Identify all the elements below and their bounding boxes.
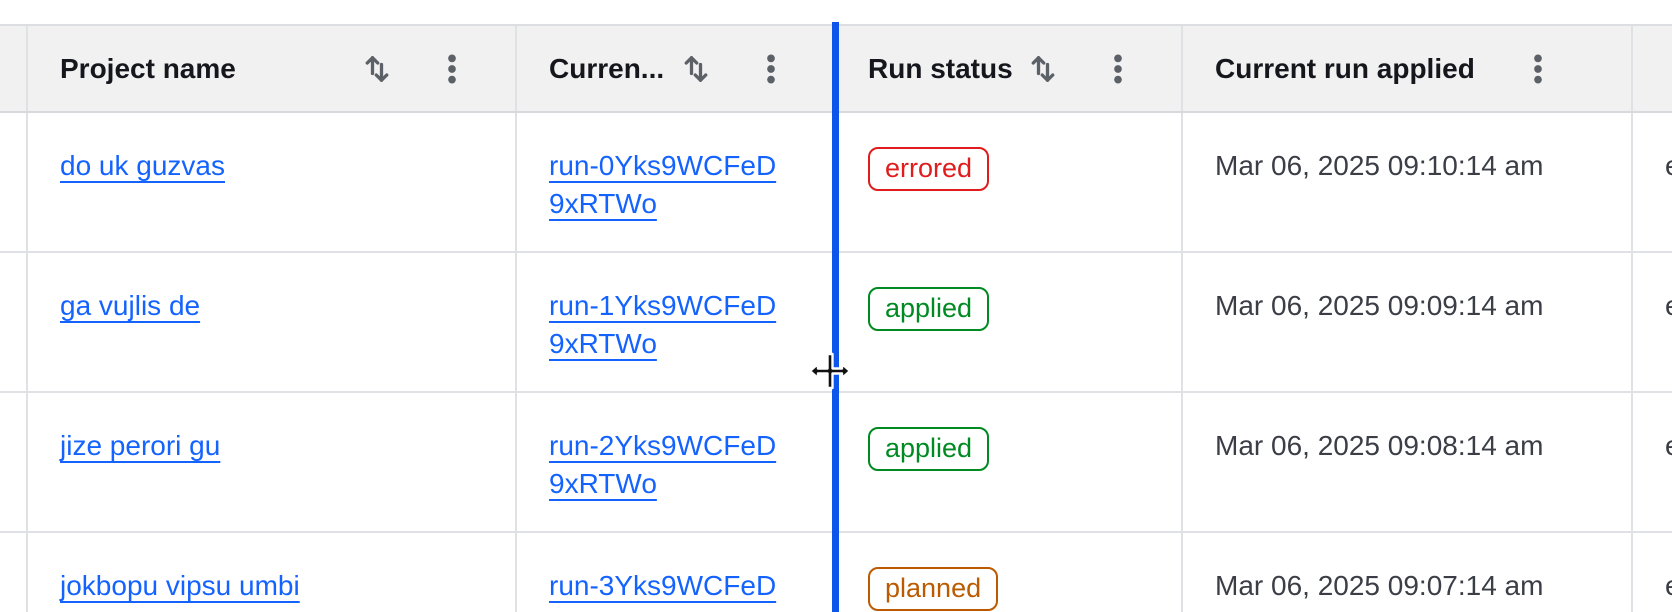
- truncated-cell: e: [1633, 393, 1672, 531]
- column-label: Run status: [868, 52, 1013, 84]
- truncated-value: e: [1665, 430, 1672, 461]
- project-name-cell: ga vujlis de: [28, 253, 517, 391]
- kebab-menu-icon[interactable]: [435, 52, 469, 86]
- run-status-cell: errored: [836, 113, 1183, 251]
- applied-timestamp: Mar 06, 2025 09:07:14 am: [1215, 570, 1544, 601]
- current-run-applied-cell: Mar 06, 2025 09:08:14 am: [1183, 393, 1633, 531]
- truncated-value: e: [1665, 150, 1672, 181]
- project-link[interactable]: jokbopu vipsu umbi: [60, 570, 300, 601]
- current-run-cell: run-0Yks9WCFeD9xRTWo: [517, 113, 836, 251]
- column-header-truncated: V: [1633, 26, 1672, 111]
- sort-arrows-icon[interactable]: [1025, 51, 1061, 87]
- column-label: Current run applied: [1215, 52, 1475, 84]
- row-spacer-cell: [0, 393, 28, 531]
- project-name-cell: jokbopu vipsu umbi: [28, 533, 517, 612]
- status-badge: errored: [868, 147, 990, 191]
- truncated-cell: e: [1633, 253, 1672, 391]
- run-link[interactable]: run-0Yks9WCFeD9xRTWo: [549, 150, 777, 219]
- run-status-cell: applied: [836, 393, 1183, 531]
- project-link[interactable]: jize perori gu: [60, 430, 221, 461]
- sort-arrows-icon[interactable]: [678, 51, 714, 87]
- column-header-current-run-applied: Current run applied: [1183, 26, 1633, 111]
- applied-timestamp: Mar 06, 2025 09:09:14 am: [1215, 290, 1544, 321]
- column-header-project-name: Project name: [28, 26, 517, 111]
- sort-arrows-icon[interactable]: [359, 51, 395, 87]
- truncated-cell: e: [1633, 113, 1672, 251]
- status-badge: applied: [868, 427, 990, 471]
- current-run-cell: run-2Yks9WCFeD9xRTWo: [517, 393, 836, 531]
- kebab-menu-icon[interactable]: [754, 52, 788, 86]
- run-status-cell: planned: [836, 533, 1183, 612]
- column-resize-line[interactable]: [832, 22, 839, 612]
- column-label: Project name: [60, 52, 236, 84]
- kebab-menu-icon[interactable]: [1101, 52, 1135, 86]
- header-spacer-cell: [0, 26, 28, 111]
- row-spacer-cell: [0, 113, 28, 251]
- truncated-cell: e: [1633, 533, 1672, 612]
- column-label: Curren...: [549, 52, 665, 84]
- project-name-cell: jize perori gu: [28, 393, 517, 531]
- truncated-value: e: [1665, 570, 1672, 601]
- row-spacer-cell: [0, 253, 28, 391]
- column-header-current-run: Curren...: [517, 26, 836, 111]
- run-link[interactable]: run-1Yks9WCFeD9xRTWo: [549, 290, 777, 359]
- applied-timestamp: Mar 06, 2025 09:08:14 am: [1215, 430, 1544, 461]
- project-name-cell: do uk guzvas: [28, 113, 517, 251]
- current-run-cell: run-3Yks9WCFeD9xRTWo: [517, 533, 836, 612]
- project-link[interactable]: do uk guzvas: [60, 150, 225, 181]
- current-run-cell: run-1Yks9WCFeD9xRTWo: [517, 253, 836, 391]
- applied-timestamp: Mar 06, 2025 09:10:14 am: [1215, 150, 1544, 181]
- row-spacer-cell: [0, 533, 28, 612]
- current-run-applied-cell: Mar 06, 2025 09:07:14 am: [1183, 533, 1633, 612]
- kebab-menu-icon[interactable]: [1521, 52, 1555, 86]
- run-status-cell: applied: [836, 253, 1183, 391]
- column-header-run-status: Run status: [836, 26, 1183, 111]
- project-link[interactable]: ga vujlis de: [60, 290, 201, 321]
- truncated-value: e: [1665, 290, 1672, 321]
- current-run-applied-cell: Mar 06, 2025 09:10:14 am: [1183, 113, 1633, 251]
- current-run-applied-cell: Mar 06, 2025 09:09:14 am: [1183, 253, 1633, 391]
- run-link[interactable]: run-3Yks9WCFeD9xRTWo: [549, 570, 777, 612]
- status-badge: applied: [868, 287, 990, 331]
- run-link[interactable]: run-2Yks9WCFeD9xRTWo: [549, 430, 777, 499]
- status-badge: planned: [868, 567, 999, 611]
